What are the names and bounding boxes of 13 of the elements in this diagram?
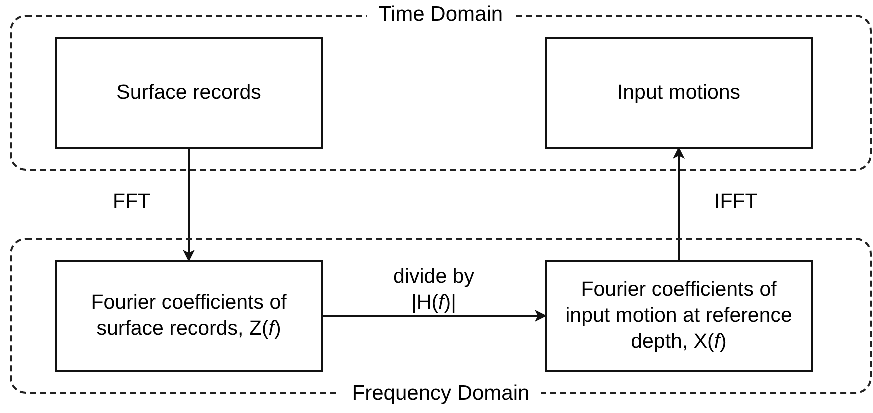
box-label: Fourier coefficients of surface records, Z(f) [90, 290, 288, 342]
arrow [183, 149, 195, 262]
process-box [55, 260, 323, 372]
box-label: Fourier coefficients of input motion at reference depth, X(f) [564, 277, 794, 355]
box-label: Input motions [616, 80, 742, 106]
process-box [545, 37, 813, 149]
arrow [673, 147, 685, 260]
process-box [545, 260, 813, 372]
process-box [55, 37, 323, 149]
group-title: Frequency Domain [340, 382, 542, 406]
box-label: Surface records [116, 80, 262, 106]
edge-label: divide by |H(f)| [392, 264, 476, 316]
arrow [323, 310, 547, 322]
